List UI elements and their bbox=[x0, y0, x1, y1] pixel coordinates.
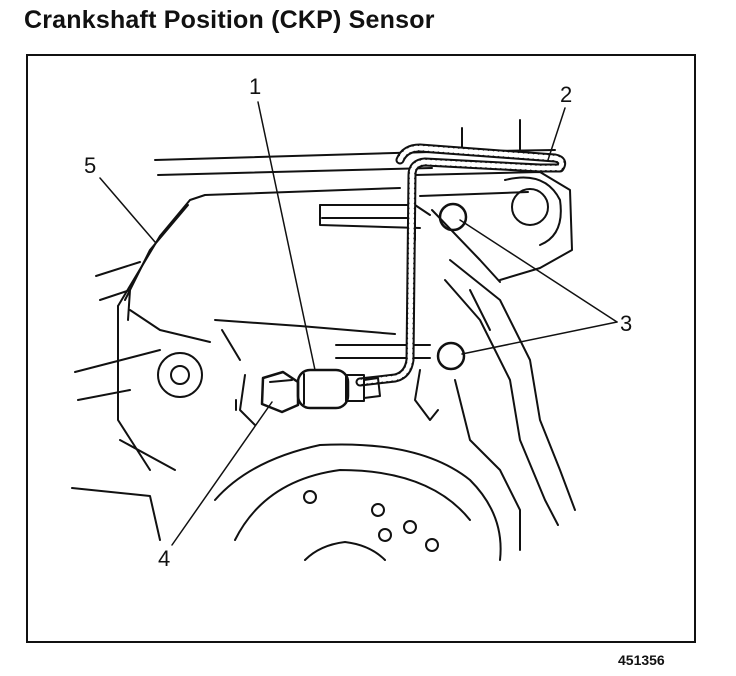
sensor-harness bbox=[355, 143, 567, 387]
sensor-bracket bbox=[319, 171, 576, 551]
bracket-bolt-lower bbox=[436, 341, 466, 371]
sensor-retaining-bolt bbox=[260, 370, 300, 414]
callout-3: 3 bbox=[620, 311, 633, 336]
bracket-boss bbox=[504, 176, 562, 246]
bracket-bolt-upper bbox=[438, 202, 468, 232]
crankshaft-sprocket bbox=[214, 443, 502, 561]
engine-block-outline bbox=[71, 119, 556, 541]
callout-1: 1 bbox=[249, 74, 262, 99]
callout-5: 5 bbox=[84, 153, 97, 178]
callout-4: 4 bbox=[158, 546, 171, 571]
ckp-sensor bbox=[296, 368, 381, 410]
illustration-frame bbox=[26, 54, 696, 643]
figure-title: Crankshaft Position (CKP) Sensor bbox=[24, 6, 435, 34]
figure-number: 451356 bbox=[618, 652, 665, 668]
callout-2: 2 bbox=[560, 82, 573, 107]
idler-boss bbox=[157, 352, 203, 398]
callout-leader-lines bbox=[99, 101, 618, 546]
